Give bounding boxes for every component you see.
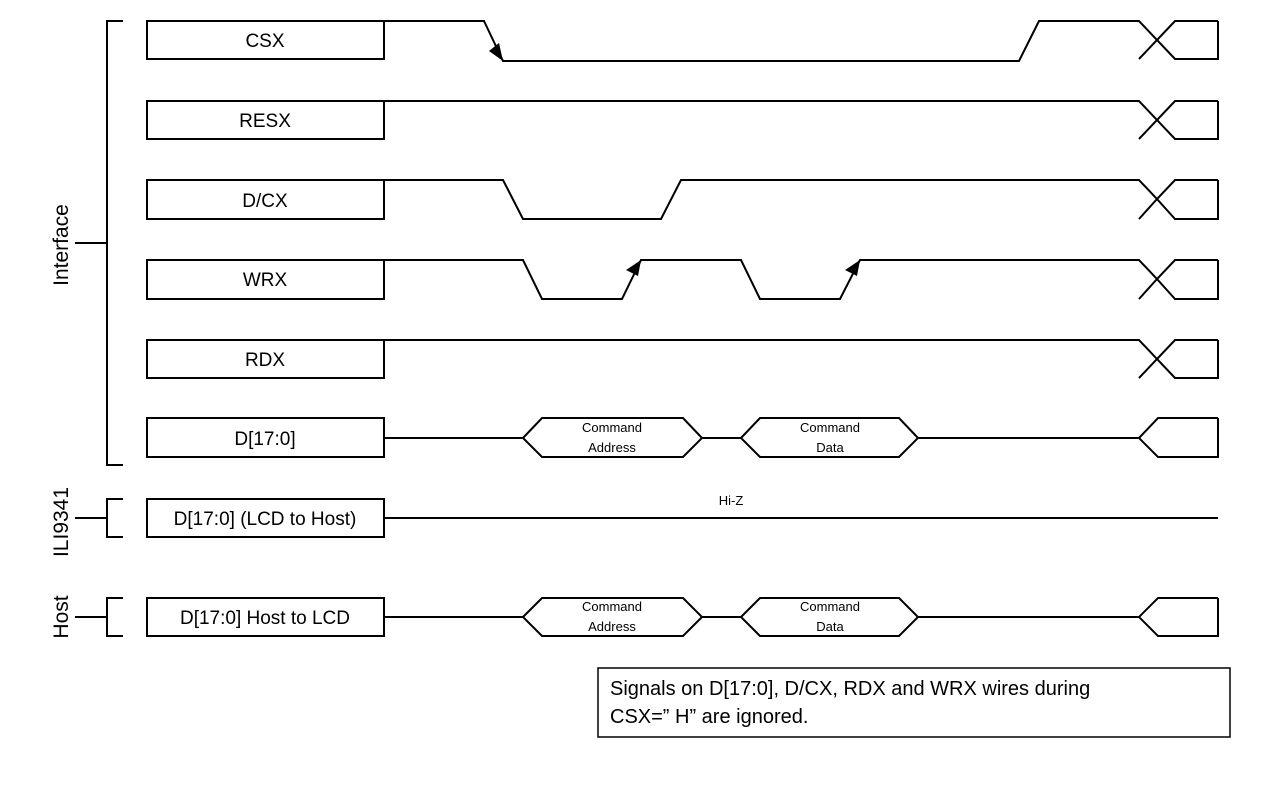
host-to-lcd-label-box	[146, 597, 385, 637]
host-bracket	[106, 597, 123, 637]
dcx-label: D/CX	[242, 191, 288, 212]
data-bus-address-text: Address	[588, 440, 636, 455]
host-bus-command-text-2: Command	[800, 599, 860, 614]
note-line-2: CSX=” H” are ignored.	[610, 706, 808, 728]
data-bus-label-box	[146, 417, 385, 458]
host-group: Host	[50, 595, 123, 639]
resx-label-box	[146, 100, 385, 140]
rdx-waveform	[384, 339, 1159, 379]
host-bus-command-text-1: Command	[582, 599, 642, 614]
interface-group: Interface	[50, 20, 123, 466]
rdx-next-cycle	[1155, 339, 1219, 379]
hiz-label: Hi-Z	[719, 493, 744, 508]
resx-next-cycle	[1155, 100, 1219, 140]
lcd-to-host-label: D[17:0] (LCD to Host)	[174, 509, 357, 530]
resx-waveform	[384, 100, 1159, 140]
signal-host-to-lcd: D[17:0] Host to LCD Command Address Comm…	[146, 597, 1219, 637]
data-bus-data-text: Data	[816, 440, 844, 455]
signal-lcd-to-host: D[17:0] (LCD to Host) Hi-Z	[146, 493, 1218, 538]
wrx-next-cycle	[1155, 259, 1219, 300]
wrx-label: WRX	[243, 270, 288, 291]
wrx-rising-edge-arrow-1	[626, 260, 641, 276]
data-bus-command-text-2: Command	[800, 420, 860, 435]
csx-label: CSX	[245, 31, 284, 52]
note-box: Signals on D[17:0], D/CX, RDX and WRX wi…	[597, 667, 1231, 738]
data-bus-next-cycle	[1137, 417, 1219, 458]
dcx-waveform	[384, 179, 1159, 220]
rdx-label: RDX	[245, 350, 285, 371]
wrx-waveform	[384, 259, 1159, 300]
host-bus-address-text: Address	[588, 619, 636, 634]
chip-group: ILI9341	[50, 487, 123, 557]
signal-dcx: D/CX	[146, 179, 1219, 220]
signal-data-bus: D[17:0] Command Address Command Data	[146, 417, 1219, 458]
signal-resx: RESX	[146, 100, 1219, 140]
wrx-label-box	[146, 259, 385, 300]
csx-label-box	[146, 20, 385, 60]
csx-falling-edge-arrow	[489, 43, 503, 61]
csx-next-cycle	[1155, 20, 1219, 60]
signal-wrx: WRX	[146, 259, 1219, 300]
host-bus-next-cycle	[1137, 597, 1219, 637]
signal-csx: CSX	[146, 20, 1219, 62]
signal-rdx: RDX	[146, 339, 1219, 379]
dcx-next-cycle	[1155, 179, 1219, 220]
data-bus-command-text-1: Command	[582, 420, 642, 435]
note-line-1: Signals on D[17:0], D/CX, RDX and WRX wi…	[610, 678, 1090, 700]
resx-label: RESX	[239, 111, 291, 132]
note-frame	[597, 667, 1231, 738]
interface-group-label: Interface	[50, 204, 73, 286]
host-to-lcd-label: D[17:0] Host to LCD	[180, 608, 350, 629]
host-group-label: Host	[50, 595, 73, 638]
data-bus-label: D[17:0]	[234, 429, 295, 450]
rdx-label-box	[146, 339, 385, 379]
chip-group-label: ILI9341	[50, 487, 73, 557]
chip-bracket	[106, 498, 123, 538]
host-bus-data-text: Data	[816, 619, 844, 634]
csx-waveform	[384, 20, 1159, 62]
dcx-label-box	[146, 179, 385, 220]
lcd-to-host-label-box	[146, 498, 385, 538]
wrx-rising-edge-arrow-2	[845, 260, 860, 276]
interface-bracket	[106, 20, 123, 466]
